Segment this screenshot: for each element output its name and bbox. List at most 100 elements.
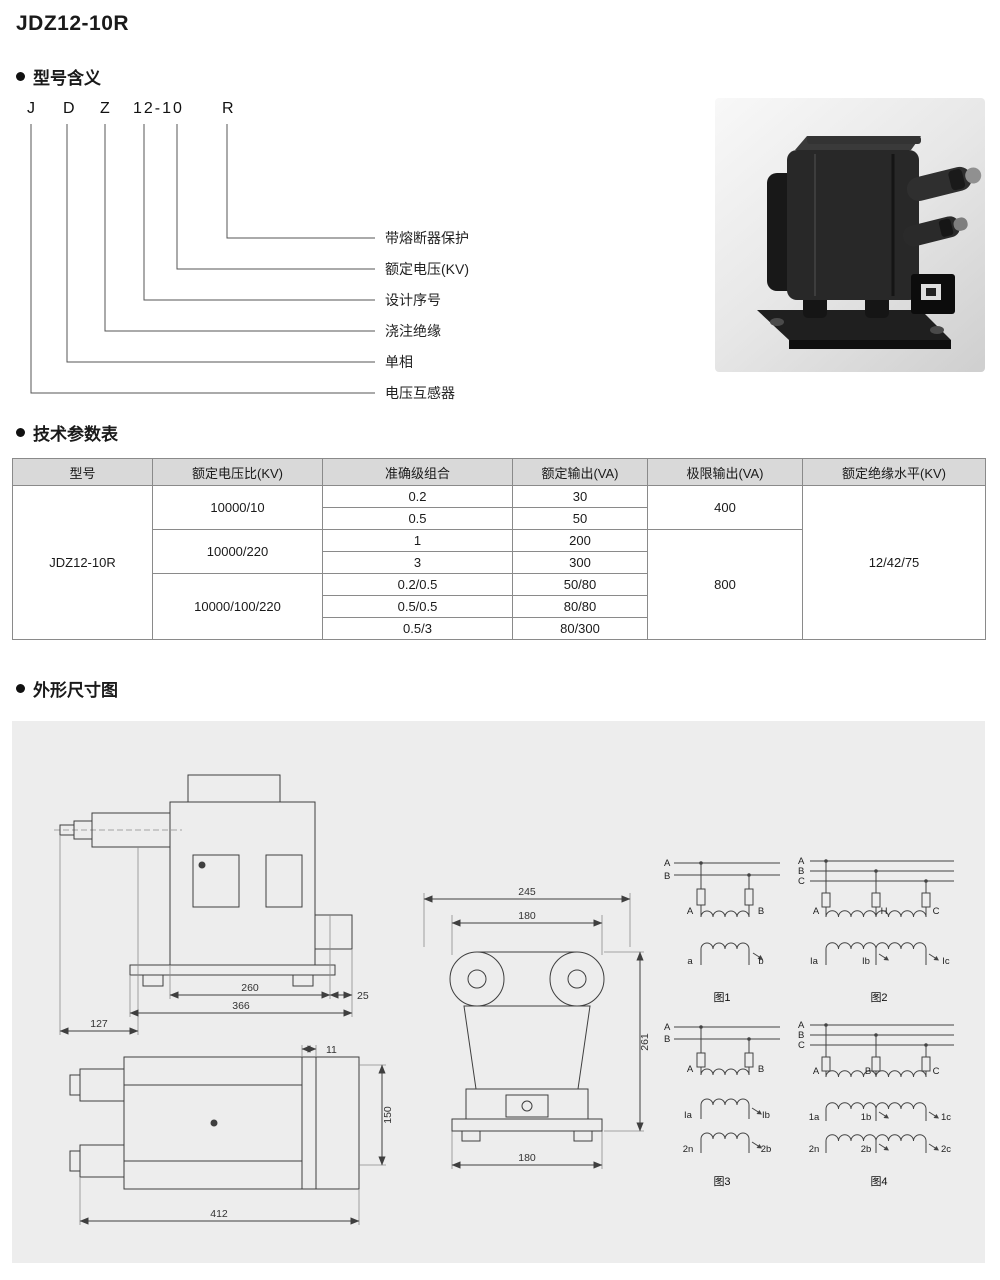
primary-label: A <box>813 906 820 917</box>
phase-label: B <box>798 866 804 877</box>
cell-model: JDZ12-10R <box>12 485 153 640</box>
wiring-diagram-1: A B A B a b 图1 <box>664 858 780 1004</box>
dim-label-366: 366 <box>232 1000 250 1012</box>
side-view-drawing: 260 25 366 127 <box>54 774 369 1035</box>
transformer-illustration <box>757 136 982 349</box>
secondary-label: 2b <box>861 1144 872 1155</box>
primary-coil <box>825 910 877 918</box>
transformer-bushing-upper <box>906 166 982 202</box>
cell-accuracy: 3 <box>322 551 513 574</box>
secondary-label: 2c <box>941 1144 951 1155</box>
cell-ratio: 10000/10 <box>152 485 323 530</box>
page-title: JDZ12-10R <box>16 12 130 35</box>
dim-label-25: 25 <box>357 990 369 1002</box>
phase-label: A <box>664 858 671 869</box>
section-title: 技术参数表 <box>33 425 118 444</box>
transformer-terminal-box <box>911 274 955 314</box>
secondary-coil <box>825 1134 927 1142</box>
cell-insulation: 12/42/75 <box>802 485 986 640</box>
phase-label: A <box>798 1020 805 1031</box>
dim-label-150: 150 <box>382 1106 394 1124</box>
model-letter-z: Z <box>100 100 112 117</box>
dim-label-127: 127 <box>90 1018 108 1030</box>
drawing-panel: 260 25 366 127 <box>12 721 985 1263</box>
model-breakdown: J D Z 12-10 R 带熔断器保护 额定电压(KV) 设计序号 浇注绝缘 … <box>0 96 720 416</box>
secondary-coil <box>825 1102 927 1110</box>
primary-coil <box>700 1068 750 1076</box>
table-row: 10000/100/220 0.2/0.5 50/80 <box>13 573 986 640</box>
primary-label: B <box>865 1066 871 1077</box>
cell-accuracy: 0.2/0.5 <box>322 573 513 596</box>
section-title: 外形尺寸图 <box>33 681 118 700</box>
secondary-coil <box>700 1132 750 1140</box>
secondary-label: b <box>758 956 763 967</box>
primary-coil <box>875 910 927 918</box>
bullet-icon <box>16 72 25 81</box>
primary-label: B <box>758 906 764 917</box>
secondary-coil <box>700 1098 750 1106</box>
cell-output: 50 <box>512 507 648 530</box>
cell-output: 80/300 <box>512 617 648 640</box>
primary-label: C <box>933 906 940 917</box>
secondary-coil <box>700 942 750 950</box>
table-row: JDZ12-10R 10000/10 0.2 30 400 12/42/75 <box>12 485 986 640</box>
cell-output: 80/80 <box>512 595 648 618</box>
bottom-view-outline <box>69 1056 360 1190</box>
phase-label: B <box>798 1030 804 1041</box>
front-view-outline <box>449 951 605 1142</box>
phase-label: B <box>664 871 670 882</box>
cell-accuracy: 0.5 <box>322 507 513 530</box>
front-view-drawing: 245 180 261 180 <box>423 886 651 1169</box>
phase-label: A <box>664 1022 671 1033</box>
section-heading-model-meaning: 型号含义 <box>16 64 101 89</box>
secondary-label: 2n <box>683 1144 694 1155</box>
figure-caption: 图2 <box>870 991 887 1004</box>
table-header-row: 型号 额定电压比(KV) 准确级组合 额定输出(VA) 极限输出(VA) 额定绝… <box>12 458 986 486</box>
model-label-fuse-protection: 带熔断器保护 <box>385 230 469 246</box>
header-rated-output: 额定输出(VA) <box>512 458 648 486</box>
secondary-coil <box>875 942 927 950</box>
secondary-label: Ib <box>762 1110 770 1121</box>
figure-caption: 图3 <box>713 1175 730 1188</box>
secondary-label: 1c <box>941 1112 951 1123</box>
secondary-label: Ib <box>862 956 870 967</box>
dim-label-11: 11 <box>326 1044 337 1056</box>
primary-coil <box>700 910 750 918</box>
dim-label-260: 260 <box>241 982 259 994</box>
model-letter-j: J <box>27 100 37 117</box>
table-row: 0.5/3 80/300 <box>13 617 986 640</box>
cell-output: 300 <box>512 551 648 574</box>
primary-coil <box>825 1070 927 1078</box>
bullet-icon <box>16 428 25 437</box>
cell-limit: 400 <box>647 485 803 530</box>
wiring-diagram-3: A B A B Ia Ib 2n 2b 图3 <box>664 1022 780 1188</box>
primary-label: A <box>687 1064 694 1075</box>
primary-label: B <box>758 1064 764 1075</box>
phase-label: C <box>798 876 805 887</box>
cell-accuracy: 0.5/3 <box>322 617 513 640</box>
wiring-diagram-4: A B C A B C 1a 1b 1c 2n 2b 2c 图4 <box>798 1020 954 1188</box>
secondary-label: 2n <box>809 1144 820 1155</box>
header-accuracy-class: 准确级组合 <box>322 458 513 486</box>
model-letter-r: R <box>222 100 236 117</box>
header-voltage-ratio: 额定电压比(KV) <box>152 458 323 486</box>
model-label-design-serial: 设计序号 <box>385 292 441 308</box>
phase-label: C <box>798 1040 805 1051</box>
section-heading-tech-params: 技术参数表 <box>16 420 118 445</box>
model-label-voltage-transformer: 电压互感器 <box>385 385 455 401</box>
header-model: 型号 <box>12 458 153 486</box>
secondary-label: Ia <box>684 1110 693 1121</box>
secondary-label: 1b <box>861 1112 872 1123</box>
secondary-label: a <box>687 956 693 967</box>
cell-ratio: 10000/100/220 <box>152 573 323 640</box>
transformer-base <box>757 310 951 349</box>
cell-limit: 800 <box>647 529 803 640</box>
secondary-label: 2b <box>761 1144 772 1155</box>
model-connector-lines <box>30 124 375 394</box>
secondary-label: Ia <box>810 956 819 967</box>
section-heading-dimensions: 外形尺寸图 <box>16 676 118 701</box>
model-label-single-phase: 单相 <box>385 354 413 370</box>
header-insulation-level: 额定绝缘水平(KV) <box>802 458 986 486</box>
header-limit-output: 极限输出(VA) <box>647 458 803 486</box>
model-letter-d: D <box>63 100 77 117</box>
